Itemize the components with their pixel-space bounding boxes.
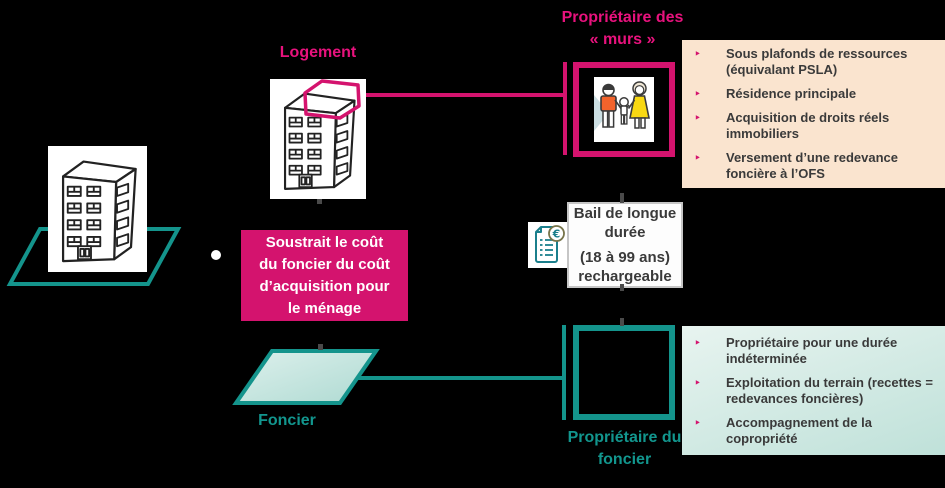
dash-tick <box>620 193 624 203</box>
building-icon <box>283 92 356 190</box>
connector-foncier-owner <box>352 376 566 380</box>
lease-box-line: (18 à 99 ans) <box>579 249 671 266</box>
chevron-bullet-icon: ‣ <box>694 111 702 125</box>
list-item-text: Propriétaire pour une durée <box>726 334 898 350</box>
family-icon <box>594 77 654 142</box>
building-card-center <box>270 79 366 199</box>
foncier-owner-box <box>573 325 675 420</box>
svg-text:€: € <box>552 228 561 241</box>
murs-owner-title-line: Propriétaire des <box>561 9 684 26</box>
list-item-text: Sous plafonds de ressources <box>726 46 908 61</box>
logement-label: Logement <box>279 44 357 61</box>
connector-logement-murs <box>366 93 567 97</box>
bullet-dot <box>211 250 221 260</box>
subtract-cost-box: Soustrait le coût du foncier du coût d’a… <box>241 230 408 321</box>
list-item-text: (équivalant PSLA) <box>726 62 838 77</box>
foncier-owner-title: Propriétaire du foncier <box>557 427 692 471</box>
list-item-text: Résidence principale <box>726 86 857 101</box>
apartment-highlight-outline <box>303 79 361 120</box>
list-item: ‣ Résidence principale <box>694 86 937 102</box>
subtract-cost-line: d’acquisition pour <box>259 277 390 295</box>
murs-owner-title-line: « murs » <box>589 31 656 48</box>
list-item-text: indéterminée <box>726 350 807 366</box>
foncier-owner-title-line: foncier <box>597 451 652 468</box>
contract-euro-icon: € <box>528 222 568 268</box>
chevron-bullet-icon: ‣ <box>694 151 702 165</box>
dash-tick <box>317 199 322 204</box>
building-icon <box>61 160 137 263</box>
foncier-owner-title-line: Propriétaire du <box>567 429 682 446</box>
chevron-bullet-icon: ‣ <box>694 87 702 101</box>
connector-foncier-bracket <box>562 325 566 420</box>
connector-murs-bracket <box>563 62 567 155</box>
lease-box-line: durée <box>604 224 646 241</box>
subtract-cost-line: le ménage <box>287 299 362 317</box>
subtract-cost-line: Soustrait le coût <box>265 233 384 251</box>
dash-tick <box>620 284 624 291</box>
subtract-cost-line: du foncier du coût <box>259 255 390 273</box>
dash-tick <box>620 318 624 326</box>
list-item-text: Versement d’une redevance <box>726 150 898 165</box>
lease-box: Bail de longue durée (18 à 99 ans) recha… <box>567 202 683 288</box>
list-item-text: Exploitation du terrain (recettes = <box>726 374 933 390</box>
list-item: ‣ Exploitation du terrain (recettes =red… <box>694 375 937 407</box>
lease-box-line: Bail de longue <box>573 205 677 222</box>
list-item-text: foncière à l’OFS <box>726 166 825 181</box>
chevron-bullet-icon: ‣ <box>694 375 702 390</box>
murs-owner-title: Propriétaire des « murs » <box>540 7 705 51</box>
list-item-text: Acquisition de droits réels <box>726 110 890 125</box>
list-item-text: Accompagnement de la <box>726 414 872 430</box>
lease-box-line: rechargeable <box>578 268 672 285</box>
list-item-text: immobiliers <box>726 126 799 141</box>
chevron-bullet-icon: ‣ <box>694 47 702 61</box>
murs-conditions-panel: ‣ Sous plafonds de ressources(équivalant… <box>682 40 945 188</box>
land-parallelogram-foncier-icon <box>232 349 380 405</box>
list-item: ‣ Sous plafonds de ressources(équivalant… <box>694 46 937 78</box>
foncier-label: Foncier <box>258 412 316 429</box>
list-item-text: redevances foncières) <box>726 390 864 406</box>
dash-tick <box>318 344 323 350</box>
building-card-left <box>48 146 147 272</box>
list-item-text: copropriété <box>726 430 798 446</box>
chevron-bullet-icon: ‣ <box>694 415 702 430</box>
chevron-bullet-icon: ‣ <box>694 335 702 350</box>
murs-owner-box <box>573 62 675 157</box>
